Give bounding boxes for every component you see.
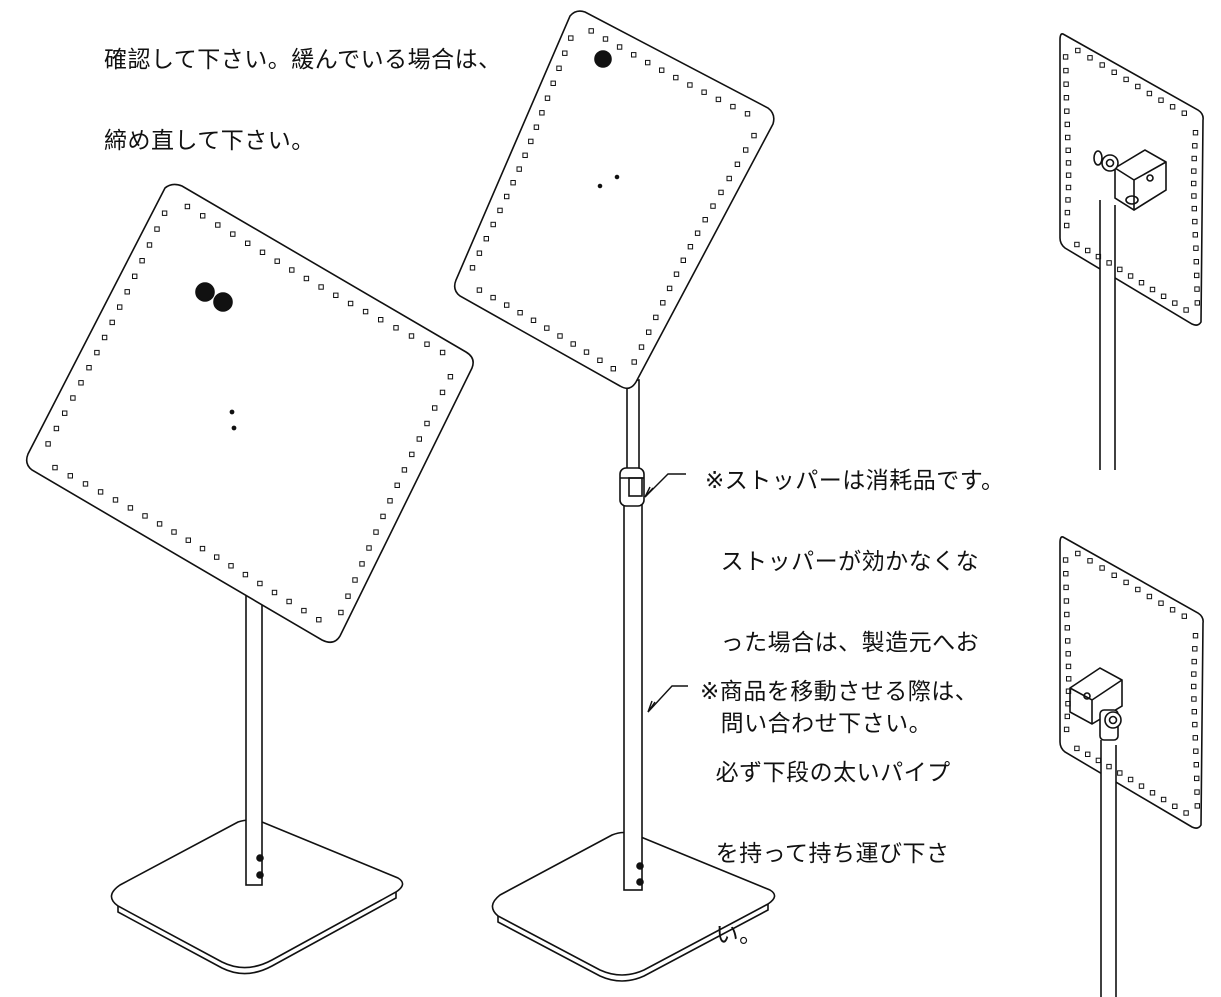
note-moving-line2: 必ず下段の太いパイプ bbox=[700, 760, 951, 786]
leader-arrows bbox=[644, 473, 688, 713]
note-moving: ※商品を移動させる際は、 必ず下段の太いパイプ を持って持ち運び下さ い。 bbox=[700, 625, 978, 976]
middle-lower-pipe bbox=[623, 499, 643, 891]
note-tighten-line1: 確認して下さい。緩んでいる場合は、 bbox=[104, 47, 502, 73]
left-board-holes bbox=[195, 282, 233, 312]
note-moving-line4: い。 bbox=[700, 922, 763, 948]
middle-sign-board bbox=[453, 10, 775, 390]
note-stopper-line3: った場合は、製造元へお bbox=[705, 630, 980, 656]
note-stopper-line1: ※ストッパーは消耗品です。 bbox=[705, 468, 1005, 494]
bracket-detail-top bbox=[1059, 33, 1204, 470]
note-tighten: 確認して下さい。緩んでいる場合は、 締め直して下さい。 bbox=[104, 0, 502, 182]
note-stopper: ※ストッパーは消耗品です。 ストッパーが効かなくな った場合は、製造元へお 問い… bbox=[705, 414, 1004, 765]
stopper-leader bbox=[644, 473, 686, 498]
left-pipe bbox=[245, 594, 263, 886]
note-moving-line3: を持って持ち運び下さ bbox=[700, 841, 950, 867]
middle-stand bbox=[453, 10, 776, 982]
left-sign-board bbox=[25, 183, 474, 644]
left-stand bbox=[25, 183, 474, 975]
note-moving-line1: ※商品を移動させる際は、 bbox=[700, 679, 979, 705]
bracket-detail-bottom bbox=[1059, 536, 1204, 997]
middle-board-hole bbox=[594, 50, 612, 68]
note-tighten-line2: 締め直して下さい。 bbox=[104, 128, 315, 154]
note-stopper-line4: 問い合わせ下さい。 bbox=[705, 711, 933, 737]
stopper-clamp bbox=[619, 467, 645, 507]
note-stopper-line2: ストッパーが効かなくな bbox=[705, 549, 980, 575]
pipe-leader bbox=[647, 685, 688, 713]
